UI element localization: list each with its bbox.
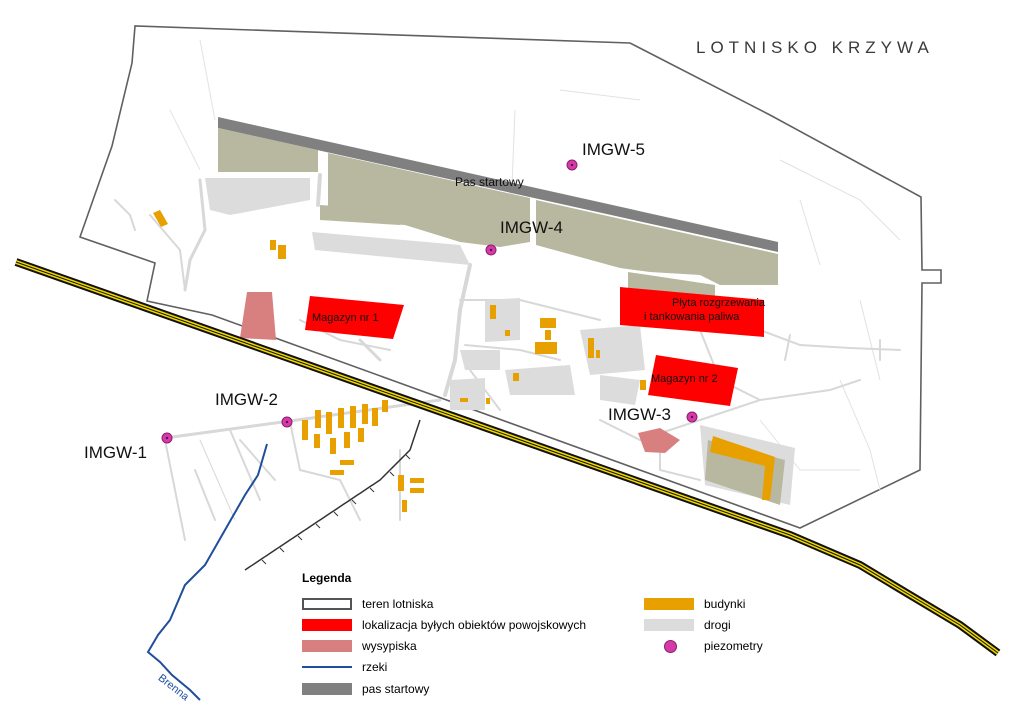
legend-swatch-drogi [644, 619, 694, 631]
legend-label-lokalizacja: lokalizacja byłych obiektów powojskowych [362, 618, 587, 632]
side-track-ties [261, 454, 411, 565]
railway [14, 258, 1001, 657]
label-imgw-1: IMGW-1 [84, 443, 147, 462]
legend-item-piezometry: piezometry [644, 638, 763, 654]
landfills [240, 292, 680, 453]
legend-title: Legenda [302, 571, 352, 585]
legend-swatch-rzeki [302, 661, 352, 673]
legend-swatch-lokalizacja [302, 619, 352, 631]
legend-swatch-teren [302, 598, 352, 610]
legend-item-drogi: drogi [644, 617, 731, 633]
legend-swatch-piezometry [644, 640, 694, 653]
legend-label-piezometry: piezometry [704, 639, 763, 653]
legend-item-pas: pas startowy [302, 681, 429, 697]
buildings [153, 210, 775, 512]
airport-boundary [78, 25, 942, 529]
legend-label-budynki: budynki [704, 597, 746, 611]
map-title: LOTNISKO KRZYWA [696, 38, 934, 57]
runway [218, 117, 778, 252]
legend-swatch-pas [302, 683, 352, 695]
legend-label-teren: teren lotniska [362, 597, 434, 611]
label-imgw-3: IMGW-3 [608, 405, 671, 424]
legend-swatch-wysypiska [302, 640, 352, 652]
legend-item-budynki: budynki [644, 596, 745, 612]
legend-label-wysypiska: wysypiska [362, 639, 417, 653]
label-plyta-line-2: i tankowania paliwa [644, 311, 740, 323]
legend-item-teren: teren lotniska [302, 596, 433, 612]
legend-label-rzeki: rzeki [362, 660, 388, 674]
river-brenna [146, 443, 268, 701]
legend-label-drogi: drogi [704, 618, 731, 632]
legend-item-wysypiska: wysypiska [302, 638, 417, 654]
legend-item-rzeki: rzeki [302, 659, 387, 675]
label-imgw-4: IMGW-4 [500, 218, 563, 237]
label-imgw-2: IMGW-2 [215, 390, 278, 409]
label-plyta-line-1: Płyta rozgrzewania [672, 297, 765, 309]
former-military-sites [305, 287, 764, 406]
legend-swatch-budynki [644, 598, 694, 610]
legend-label-pas: pas startowy [362, 682, 430, 696]
label-magazyn-1: Magazyn nr 1 [312, 312, 379, 324]
label-imgw-5: IMGW-5 [582, 140, 645, 159]
side-track [244, 419, 421, 571]
legend-item-lokalizacja: lokalizacja byłych obiektów powojskowych [302, 617, 586, 633]
label-runway: Pas startowy [455, 175, 524, 189]
label-magazyn-2: Magazyn nr 2 [651, 373, 718, 385]
